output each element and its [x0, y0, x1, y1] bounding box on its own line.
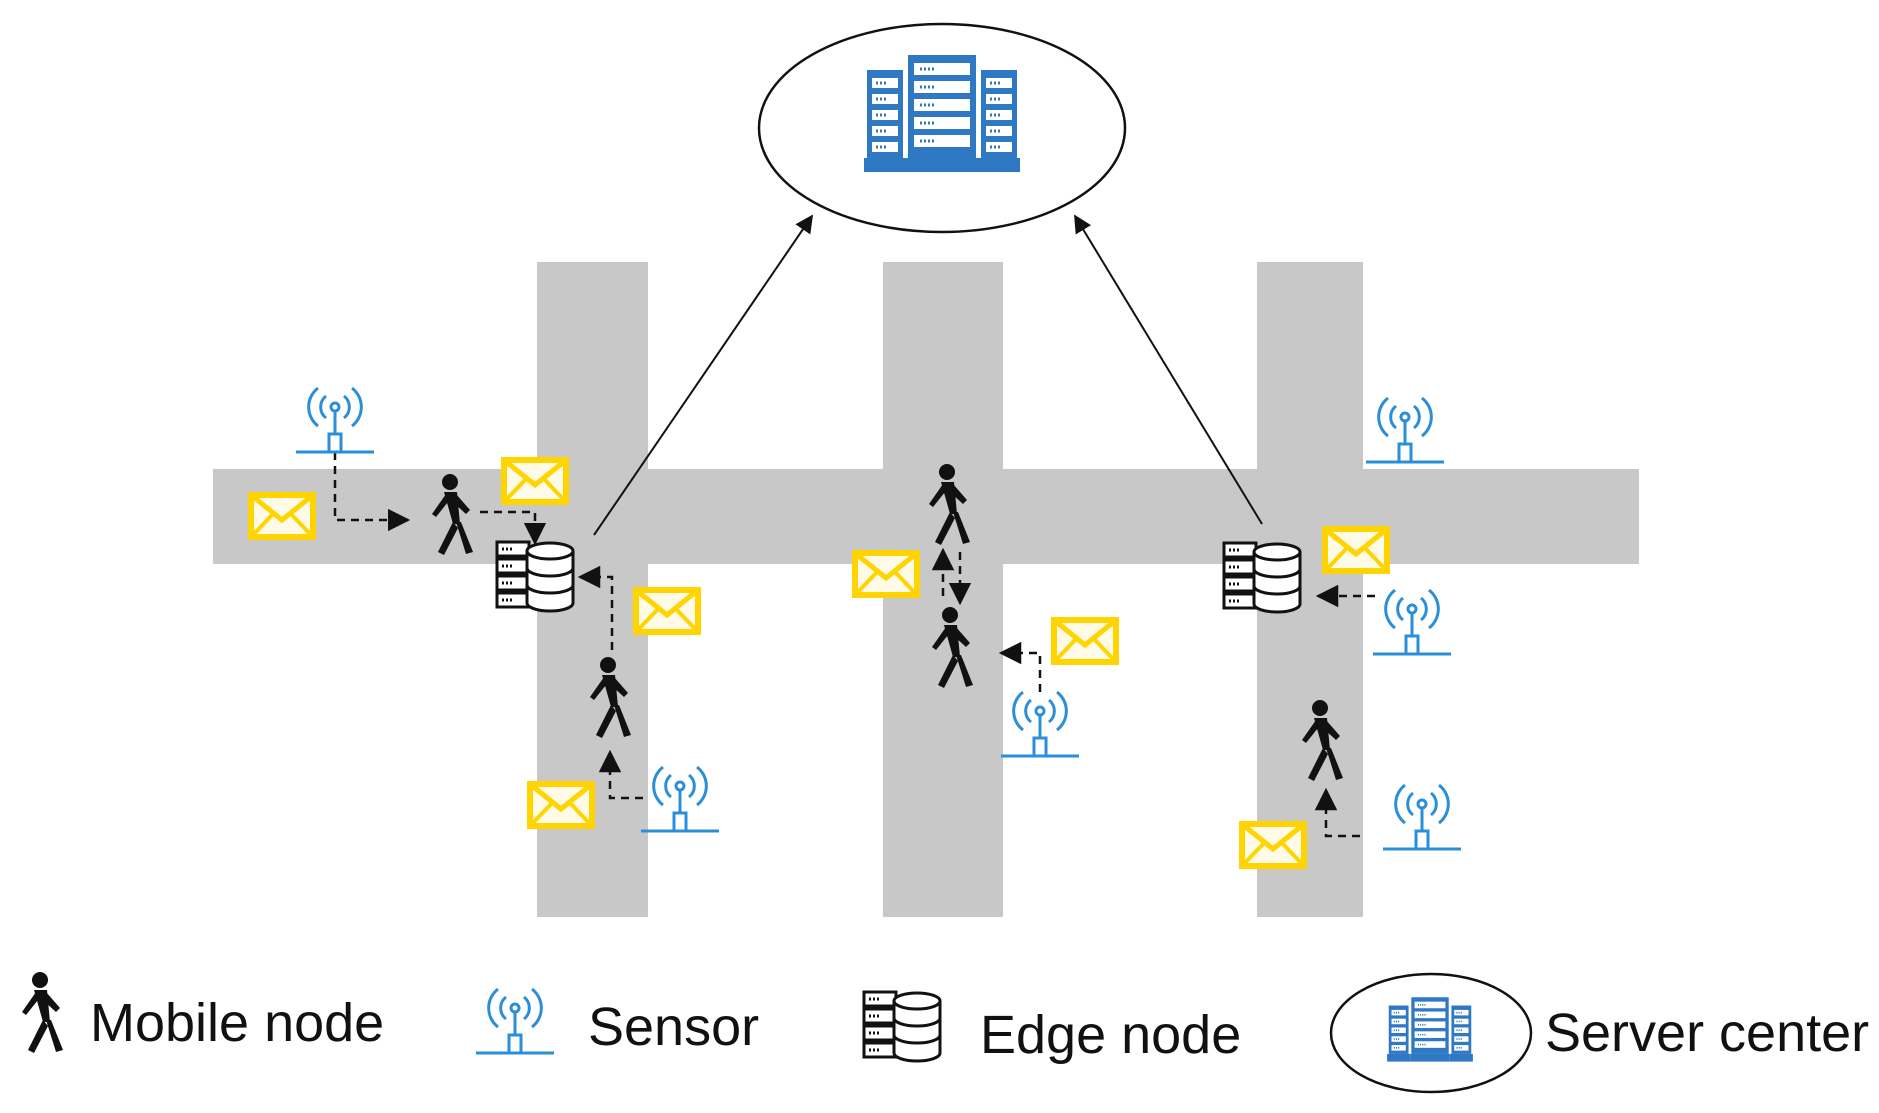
legend-walking-person-icon — [22, 972, 63, 1053]
data-flow-arrows — [333, 452, 1375, 838]
flow-sensor-to-walker-left — [333, 452, 411, 532]
legend-edge-server-database-icon — [862, 990, 942, 1063]
flow-walker-to-edge-left — [480, 510, 547, 546]
uplink-arrow-left — [593, 214, 814, 536]
sensor-antenna-icon — [294, 386, 376, 454]
legend-server-rack-icon — [1386, 996, 1474, 1063]
envelope-icon — [251, 495, 313, 537]
server-center — [757, 22, 1127, 234]
sensor-antenna-icon — [1371, 588, 1453, 656]
envelope-icon — [530, 784, 592, 826]
flow-sensor-to-walker-lower-left — [598, 749, 643, 800]
legend-label-mobile-node: Mobile node — [90, 993, 385, 1053]
flow-sensor-to-walker-center — [998, 641, 1042, 692]
sensor-antenna-icon — [1381, 783, 1463, 851]
edge-server-database-icon — [1222, 541, 1302, 614]
envelope-icon — [1242, 824, 1304, 866]
legend — [22, 972, 1533, 1094]
edge-server-database-icon — [495, 540, 575, 613]
envelope-icon — [1054, 620, 1116, 662]
uplink-arrows — [593, 214, 1263, 536]
legend-label-server-center: Server center — [1545, 1003, 1870, 1063]
server-rack-icon — [862, 53, 1022, 174]
sensor-antenna-icon — [1364, 396, 1446, 464]
envelope-icon — [1325, 529, 1387, 571]
sensor-antenna-icon — [999, 690, 1081, 758]
legend-sensor-antenna-icon — [474, 987, 556, 1055]
flow-sensor-to-walker-right — [1314, 787, 1360, 838]
envelope-icon — [636, 590, 698, 632]
sensor-antenna-icon — [639, 765, 721, 833]
envelope-icon — [504, 460, 566, 502]
legend-label-sensor: Sensor — [588, 997, 760, 1057]
flow-walker-to-edge-left-lower — [577, 565, 614, 650]
envelope-icon — [855, 553, 917, 595]
uplink-arrow-right — [1074, 214, 1263, 525]
legend-label-edge-node: Edge node — [980, 1005, 1242, 1065]
road-network — [213, 262, 1639, 917]
